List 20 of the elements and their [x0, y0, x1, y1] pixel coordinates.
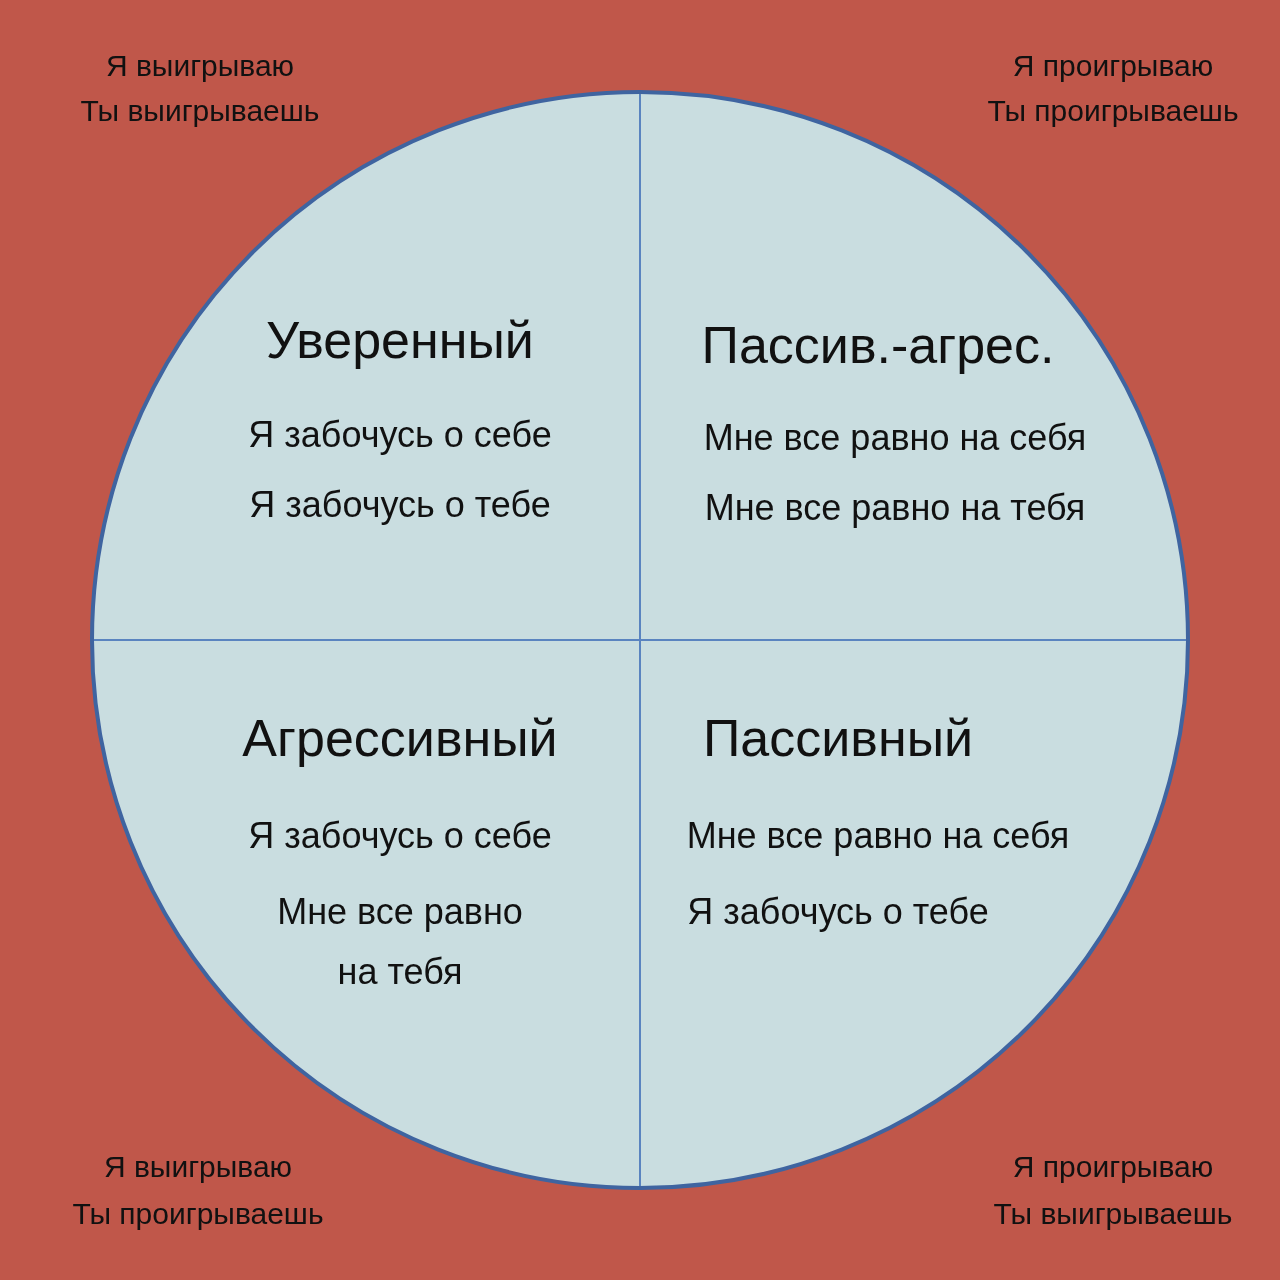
statement-text: Мне все равно на себя [703, 417, 1087, 459]
style-heading: Пассив.-агрес. [701, 315, 1055, 375]
outcome-label: Я выигрываю [105, 49, 295, 83]
outcome-label: Я проигрываю [1012, 1150, 1214, 1184]
statement-text: Мне все равно на тебя [704, 487, 1086, 529]
outcome-label: Ты проигрываешь [72, 1197, 324, 1231]
statement-text: Я забочусь о себе [248, 414, 552, 456]
statement-text: Мне все равно на себя [686, 815, 1070, 857]
outcome-label: Я выигрываю [103, 1150, 293, 1184]
statement-text: Я забочусь о себе [248, 815, 552, 857]
outcome-label: Ты проигрываешь [987, 94, 1239, 128]
outcome-label: Я проигрываю [1012, 49, 1214, 83]
statement-text: Я забочусь о тебе [249, 484, 551, 526]
statement-text: Я забочусь о тебе [687, 891, 989, 933]
outcome-label: Ты выигрываешь [80, 94, 320, 128]
statement-text: Мне все равно на тебя [276, 890, 524, 994]
style-heading: Пассивный [702, 708, 974, 768]
outcome-label: Ты выигрываешь [993, 1197, 1233, 1231]
style-heading: Уверенный [266, 310, 534, 370]
style-heading: Агрессивный [242, 708, 558, 768]
